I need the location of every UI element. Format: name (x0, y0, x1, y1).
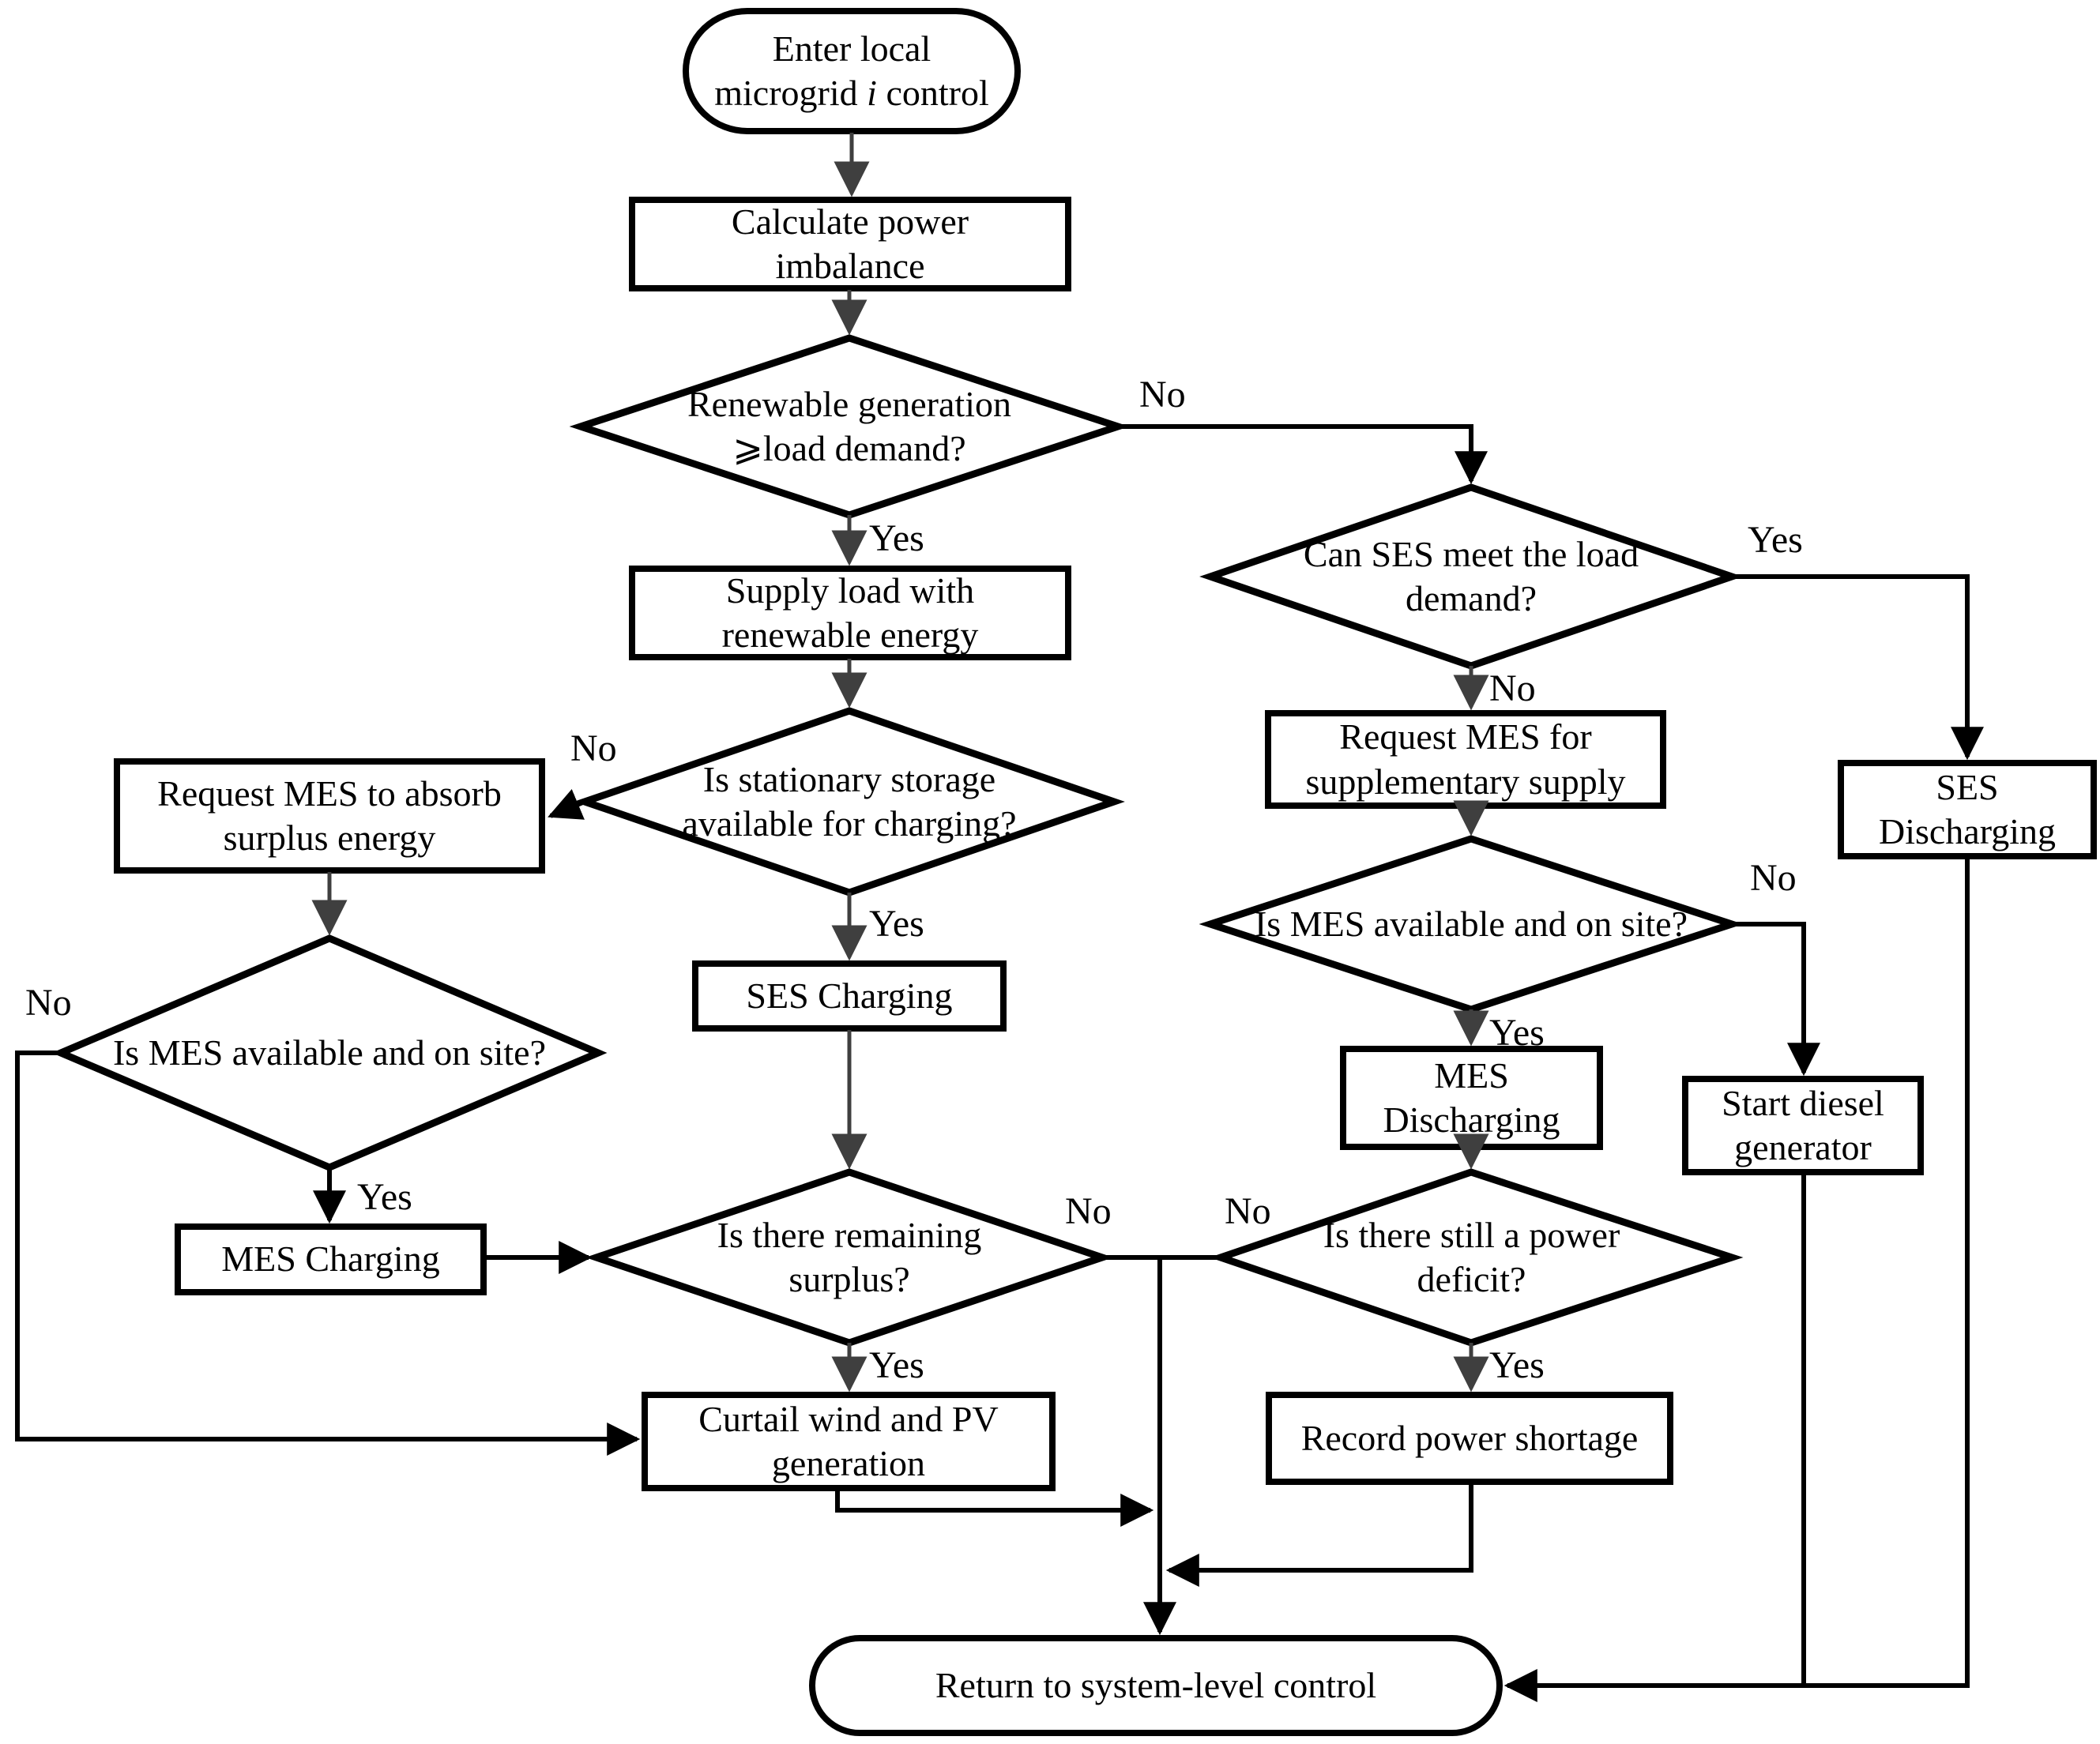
start-diesel-label: Start diesel generator (1722, 1082, 1884, 1167)
edge-label-mesleft-yes: Yes (357, 1176, 412, 1218)
edge-storage-no (548, 789, 586, 820)
edge-mesright-no (1732, 922, 1820, 1077)
mes-charging-shape (175, 1223, 487, 1295)
edge-label-storage-yes: Yes (869, 903, 924, 945)
ses-charging-shape (692, 960, 1007, 1032)
ses-charging-label: SES Charging (746, 975, 953, 1016)
edge-record-to-merge (1165, 1483, 1473, 1587)
edge-sesmeet-yes (1732, 574, 1984, 761)
request-mes-supply-shape (1265, 710, 1666, 809)
power-deficit-decision-label: Is there still a power deficit? (1323, 1214, 1620, 1299)
remaining-surplus-decision-label: Is there remaining surplus? (717, 1214, 982, 1299)
supply-load-shape (629, 566, 1071, 660)
edge-right-column-to-return (1503, 1174, 1806, 1702)
edge-label-deficit-no: No (1225, 1190, 1271, 1232)
node-shapes (51, 8, 2097, 1736)
edge-label-sesmeet-no: No (1489, 667, 1536, 709)
edge-label-mesleft-no: No (25, 982, 72, 1024)
edge-label-surplus-no: No (1065, 1190, 1112, 1232)
edge-label-deficit-yes: Yes (1489, 1344, 1545, 1386)
start-diesel-shape (1682, 1076, 1924, 1175)
edge-label-mesright-no: No (1750, 857, 1797, 899)
request-mes-absorb-shape (114, 758, 545, 874)
connectors (15, 133, 1984, 1702)
start-line2: microgrid i control (714, 73, 989, 113)
return-terminator-label: Return to system-level control (935, 1664, 1377, 1705)
ses-discharging-label: SES Discharging (1878, 766, 2056, 851)
edge-label-sesmeet-yes: Yes (1748, 519, 1803, 561)
mes-available-right-decision-label: Is MES available and on site? (1254, 903, 1688, 944)
mes-charging-label: MES Charging (221, 1238, 440, 1280)
edge-mesleft-no (15, 1051, 641, 1456)
request-mes-supply-label: Request MES for supplementary supply (1305, 716, 1626, 802)
edge-label-mesright-yes: Yes (1489, 1012, 1545, 1054)
return-terminator-shape (809, 1635, 1503, 1736)
record-shortage-shape (1266, 1392, 1673, 1485)
start-terminator-label: Enter local microgrid i control (694, 22, 1010, 120)
curtail-generation-label: Curtail wind and PV generation (698, 1398, 999, 1483)
edge-renewable-no (1118, 424, 1488, 485)
mes-available-left-decision-label: Is MES available and on site? (112, 1032, 547, 1073)
request-mes-absorb-label: Request MES to absorb surplus energy (157, 772, 502, 858)
edge-curtail-to-merge (835, 1490, 1154, 1527)
calc-power-imbalance-label: Calculate power imbalance (731, 201, 969, 286)
start-line1: Enter local (772, 28, 931, 69)
start-terminator-shape (683, 8, 1021, 134)
calc-power-imbalance-shape (629, 197, 1071, 291)
edge-label-surplus-yes: Yes (869, 1344, 924, 1386)
mes-discharging-label: MES Discharging (1383, 1054, 1560, 1140)
curtail-generation-shape (642, 1392, 1056, 1491)
edge-label-renewable-no: No (1139, 374, 1186, 415)
stationary-storage-decision-label: Is stationary storage available for char… (682, 758, 1017, 844)
supply-load-label: Supply load with renewable energy (721, 569, 979, 655)
ses-meet-load-decision-label: Can SES meet the load demand? (1303, 533, 1639, 618)
edge-label-renewable-yes: Yes (869, 517, 924, 559)
edge-sesdischarging-down (1804, 858, 1970, 1688)
edge-label-storage-no: No (570, 727, 617, 769)
record-shortage-label: Record power shortage (1300, 1417, 1639, 1458)
ses-discharging-shape (1838, 760, 2097, 859)
renewable-vs-load-decision-label: Renewable generation ⩾load demand? (687, 383, 1011, 468)
